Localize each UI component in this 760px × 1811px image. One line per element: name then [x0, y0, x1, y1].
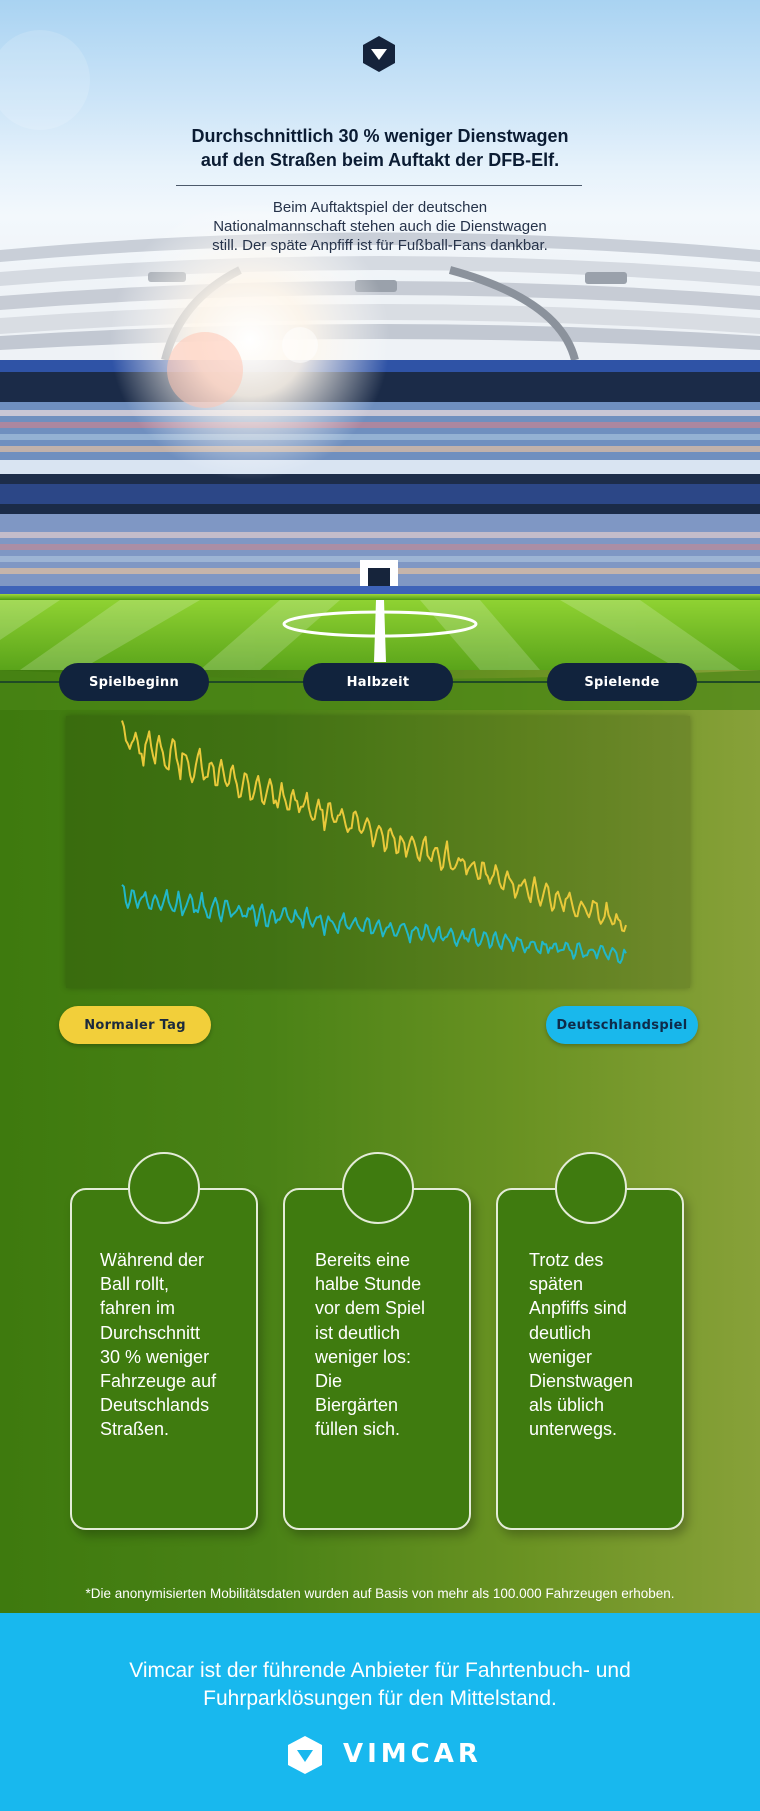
info-card-3 [496, 1188, 684, 1530]
series-line-germany-match [121, 884, 627, 964]
headline-divider [176, 185, 582, 186]
vimcar-logo [360, 35, 398, 73]
info-card-1-circle [128, 1152, 200, 1224]
page-title: Durchschnittlich 30 % weniger Dienstwage… [110, 124, 650, 172]
footer-claim: Vimcar ist der führende Anbieter für Fah… [80, 1657, 680, 1713]
headline-line-2: auf den Straßen beim Auftakt der DFB-Elf… [200, 150, 560, 170]
subtitle-line-1: Beim Auftaktspiel der deutschen [272, 199, 488, 216]
series-line-normal-day [121, 720, 627, 933]
info-card-1-text: Während der Ball rollt, fahren im Durchs… [100, 1250, 217, 1440]
stadium-illustration [0, 30, 760, 600]
vimcar-shield-icon [288, 1736, 322, 1774]
info-card-2 [283, 1188, 471, 1530]
footer-claim-line-2: Fuhrparklösungen für den Mittelstand. [203, 1687, 557, 1710]
data-footnote: *Die anonymisierten Mobilitätsdaten wurd… [85, 1586, 675, 1601]
subtitle-line-3: still. Der späte Anpfiff ist für Fußball… [212, 237, 548, 254]
traffic-chart-svg [121, 720, 627, 964]
info-card-2-text: Bereits eine halbe Stunde vor dem Spiel … [315, 1250, 426, 1440]
vimcar-wordmark[interactable]: VIMCAR [343, 1739, 482, 1769]
timeline-label-end: Spielende [547, 663, 697, 701]
legend-germany-match: Deutschlandspiel [546, 1006, 698, 1044]
traffic-chart [66, 716, 690, 988]
vimcar-footer-logo[interactable] [285, 1735, 325, 1775]
subtitle-line-2: Nationalmannschaft stehen auch die Diens… [213, 218, 547, 235]
footer-claim-line-1: Vimcar ist der führende Anbieter für Fah… [129, 1659, 631, 1682]
timeline-label-half: Halbzeit [303, 663, 453, 701]
crowd-tier-1 [0, 410, 760, 452]
footer [0, 1613, 760, 1811]
headline-line-1: Durchschnittlich 30 % weniger Dienstwage… [191, 126, 569, 146]
stadium-hero: Durchschnittlich 30 % weniger Dienstwage… [0, 0, 760, 600]
page-subtitle: Beim Auftaktspiel der deutschen National… [160, 198, 600, 255]
vimcar-shield-icon [363, 36, 395, 72]
info-card-1 [70, 1188, 258, 1530]
info-card-2-circle [342, 1152, 414, 1224]
legend-normal-day: Normaler Tag [59, 1006, 211, 1044]
info-card-3-circle [555, 1152, 627, 1224]
info-card-3-text: Trotz des späten Anpfiffs sind deutlich … [529, 1250, 634, 1440]
timeline-label-start: Spielbeginn [59, 663, 209, 701]
